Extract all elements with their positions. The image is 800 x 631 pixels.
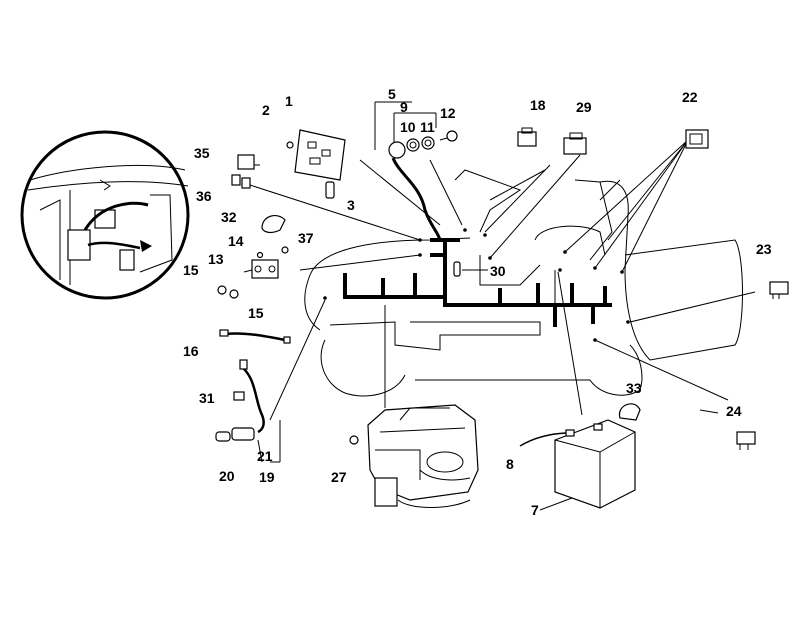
part-29-switch xyxy=(563,132,587,155)
label-35: 35 xyxy=(194,145,210,161)
part-22-switch xyxy=(685,129,709,149)
label-1: 1 xyxy=(285,93,293,109)
part-20-bulb xyxy=(215,431,231,442)
part-30-clip xyxy=(453,261,461,277)
label-10: 10 xyxy=(400,119,416,135)
label-36: 36 xyxy=(196,188,212,204)
connection-dots xyxy=(323,228,630,342)
battery xyxy=(519,419,636,509)
part-18-switch xyxy=(517,127,537,147)
label-2: 2 xyxy=(262,102,270,118)
leader-lines xyxy=(248,101,756,463)
label-16: 16 xyxy=(183,343,199,359)
part-2-washer xyxy=(286,141,294,149)
label-15-b: 15 xyxy=(248,305,264,321)
part-10-11-switch-parts xyxy=(388,136,435,159)
label-11: 11 xyxy=(420,119,435,135)
part-23-switch xyxy=(769,281,789,299)
label-14: 14 xyxy=(228,233,244,249)
part-16-cable xyxy=(219,329,291,344)
part-37-screw xyxy=(281,246,289,254)
part-3-fuse xyxy=(325,181,335,199)
label-21: 21 xyxy=(257,448,273,464)
label-8: 8 xyxy=(506,456,514,472)
part-15-nut-a xyxy=(217,285,227,295)
wiring-harness xyxy=(343,157,612,327)
part-33-cap xyxy=(618,403,641,421)
label-33: 33 xyxy=(626,380,642,396)
part-13-solenoid xyxy=(243,259,279,279)
part-27-nut xyxy=(349,435,359,445)
label-7: 7 xyxy=(531,502,539,518)
part-15-nut-b xyxy=(229,289,239,299)
label-15-a: 15 xyxy=(183,262,199,278)
label-13: 13 xyxy=(208,251,224,267)
engine xyxy=(367,404,479,508)
part-labels: 1 2 3 5 9 10 11 12 18 29 22 35 36 32 14 … xyxy=(183,86,772,518)
label-24: 24 xyxy=(726,403,742,419)
label-20: 20 xyxy=(219,468,235,484)
part-24-switch xyxy=(736,431,756,450)
part-12-key xyxy=(439,130,458,142)
label-9: 9 xyxy=(400,99,408,115)
label-22: 22 xyxy=(682,89,698,105)
tractor-body xyxy=(304,169,743,397)
label-29: 29 xyxy=(576,99,592,115)
part-19-cable xyxy=(239,359,265,434)
label-37: 37 xyxy=(298,230,314,246)
label-30: 30 xyxy=(490,263,506,279)
part-21-socket xyxy=(231,427,255,441)
label-23: 23 xyxy=(756,241,772,257)
label-12: 12 xyxy=(440,105,456,121)
label-27: 27 xyxy=(331,469,347,485)
label-5: 5 xyxy=(388,86,396,102)
label-32: 32 xyxy=(221,209,237,225)
part-31-clip xyxy=(233,391,245,401)
part-14-screw xyxy=(256,251,264,259)
part-32-cap xyxy=(261,214,286,234)
part-1-circuit-board xyxy=(294,129,346,181)
inset-detail xyxy=(20,130,190,300)
label-3: 3 xyxy=(347,197,355,213)
label-18: 18 xyxy=(530,97,546,113)
part-35-connector xyxy=(237,154,255,170)
label-19: 19 xyxy=(259,469,275,485)
part-36-connector xyxy=(231,174,251,189)
label-31: 31 xyxy=(199,390,215,406)
